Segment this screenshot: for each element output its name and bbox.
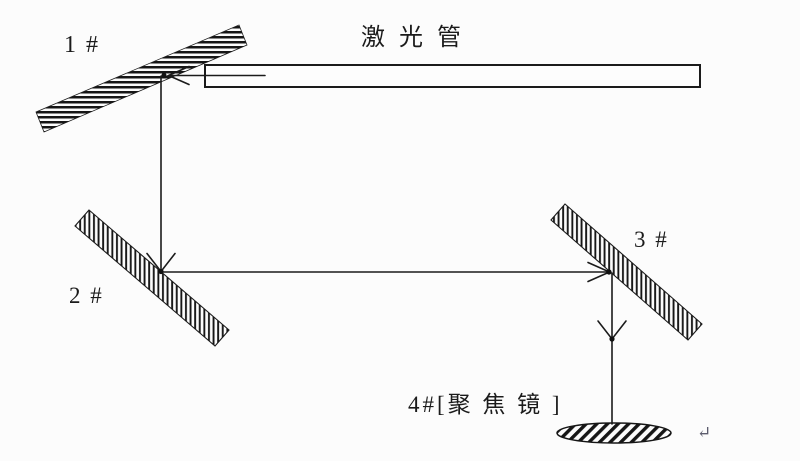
label-mirror-3: 3 # <box>634 227 669 252</box>
label-mirror-2: 2 # <box>69 283 104 308</box>
junction-dot-mirror3 <box>606 269 612 275</box>
junction-dot-midarrow <box>609 336 615 342</box>
mirror-3-glass <box>550 203 703 341</box>
label-focus-lens: 4#[聚 焦 镜 ] <box>408 392 563 417</box>
arrowhead-left-icon <box>166 65 190 86</box>
focus-lens-glass <box>556 422 672 444</box>
mirror-1-glass <box>35 24 248 133</box>
junction-dot-mirror1 <box>161 72 167 79</box>
label-laser-tube: 激 光 管 <box>361 25 465 51</box>
junction-dot-mirror2 <box>158 268 164 275</box>
label-mirror-1: 1 # <box>64 32 100 58</box>
laser-tube-body <box>204 64 701 88</box>
beam-path <box>146 65 627 425</box>
mirror-2-glass <box>74 209 230 347</box>
beam-junction-dots <box>158 72 615 342</box>
return-mark-icon: ↵ <box>697 423 712 442</box>
